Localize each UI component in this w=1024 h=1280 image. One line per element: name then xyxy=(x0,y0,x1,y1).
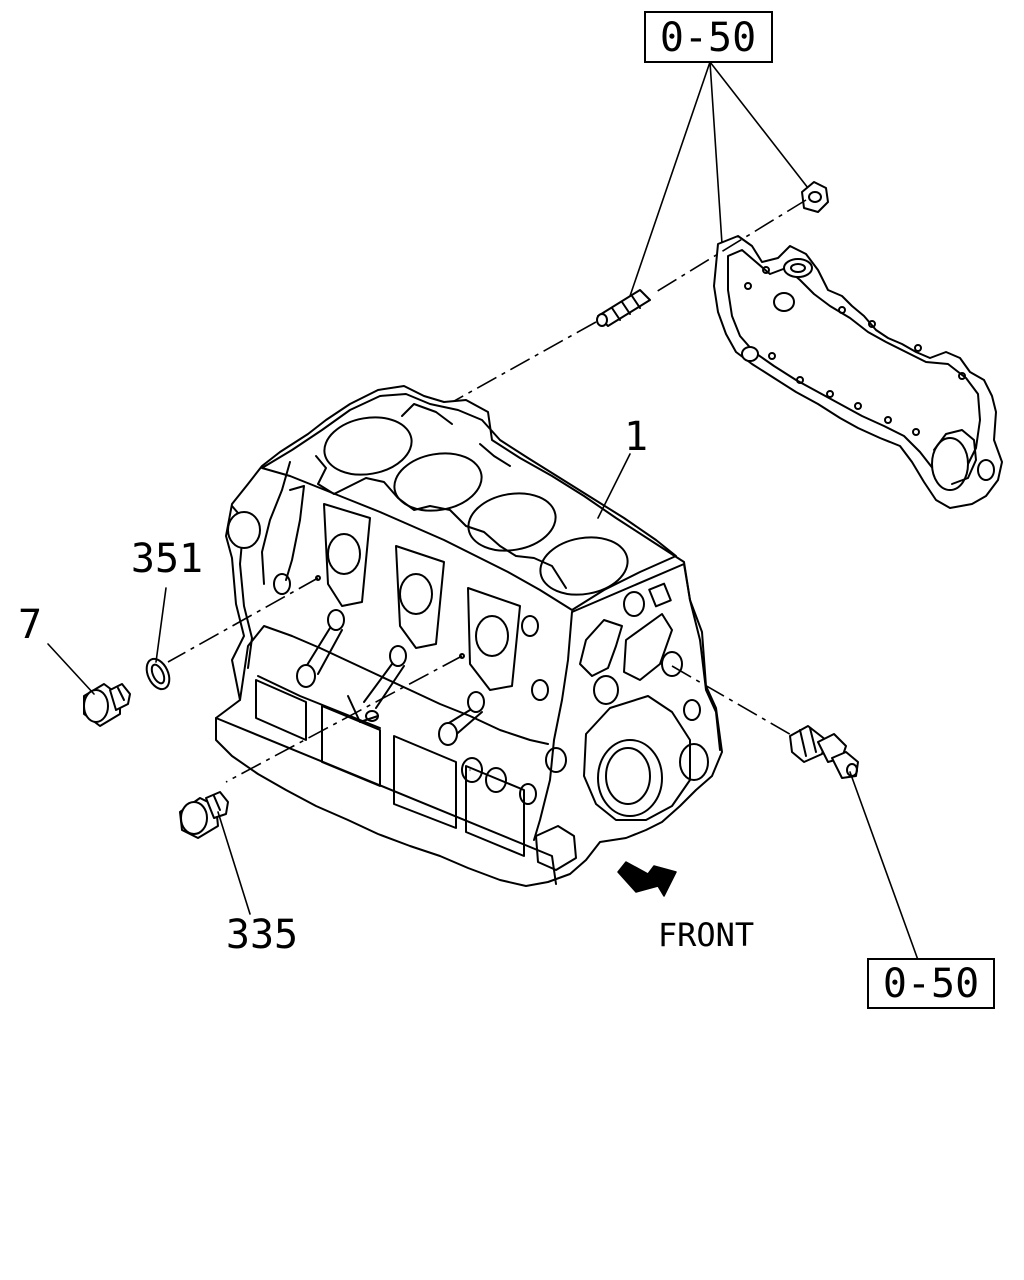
front-arrow-icon xyxy=(617,861,677,897)
plug-port xyxy=(459,653,465,659)
part-label-plug-left[interactable]: 7 xyxy=(18,602,42,648)
reference-label-bottom: 0-50 xyxy=(883,961,979,1007)
reference-box-top[interactable]: 0-50 xyxy=(644,11,773,63)
assembly-line-sensor xyxy=(671,665,801,741)
part-label-plug-bottom[interactable]: 335 xyxy=(226,912,298,958)
reference-label-top: 0-50 xyxy=(660,15,756,61)
assembly-line-nut xyxy=(655,199,807,293)
leader-lines-parts xyxy=(47,453,919,961)
front-label: FRONT xyxy=(658,916,754,954)
cylinder-block-part xyxy=(215,385,723,887)
cover-nut xyxy=(801,181,829,213)
cover-stud xyxy=(596,289,651,327)
plug-left-part xyxy=(83,683,131,727)
plug-bottom-part xyxy=(179,791,229,839)
ring-port xyxy=(315,575,321,581)
assembly-line-plug-bottom xyxy=(225,655,463,783)
leader-lines-top xyxy=(629,61,809,297)
sealing-ring-part xyxy=(145,657,171,691)
pressure-sensor-part xyxy=(789,725,859,779)
part-label-ring[interactable]: 351 xyxy=(131,536,203,582)
assembly-line-ring xyxy=(167,577,319,663)
part-label-block[interactable]: 1 xyxy=(624,414,648,460)
side-cover-part xyxy=(713,235,1003,509)
reference-box-bottom[interactable]: 0-50 xyxy=(867,958,995,1009)
